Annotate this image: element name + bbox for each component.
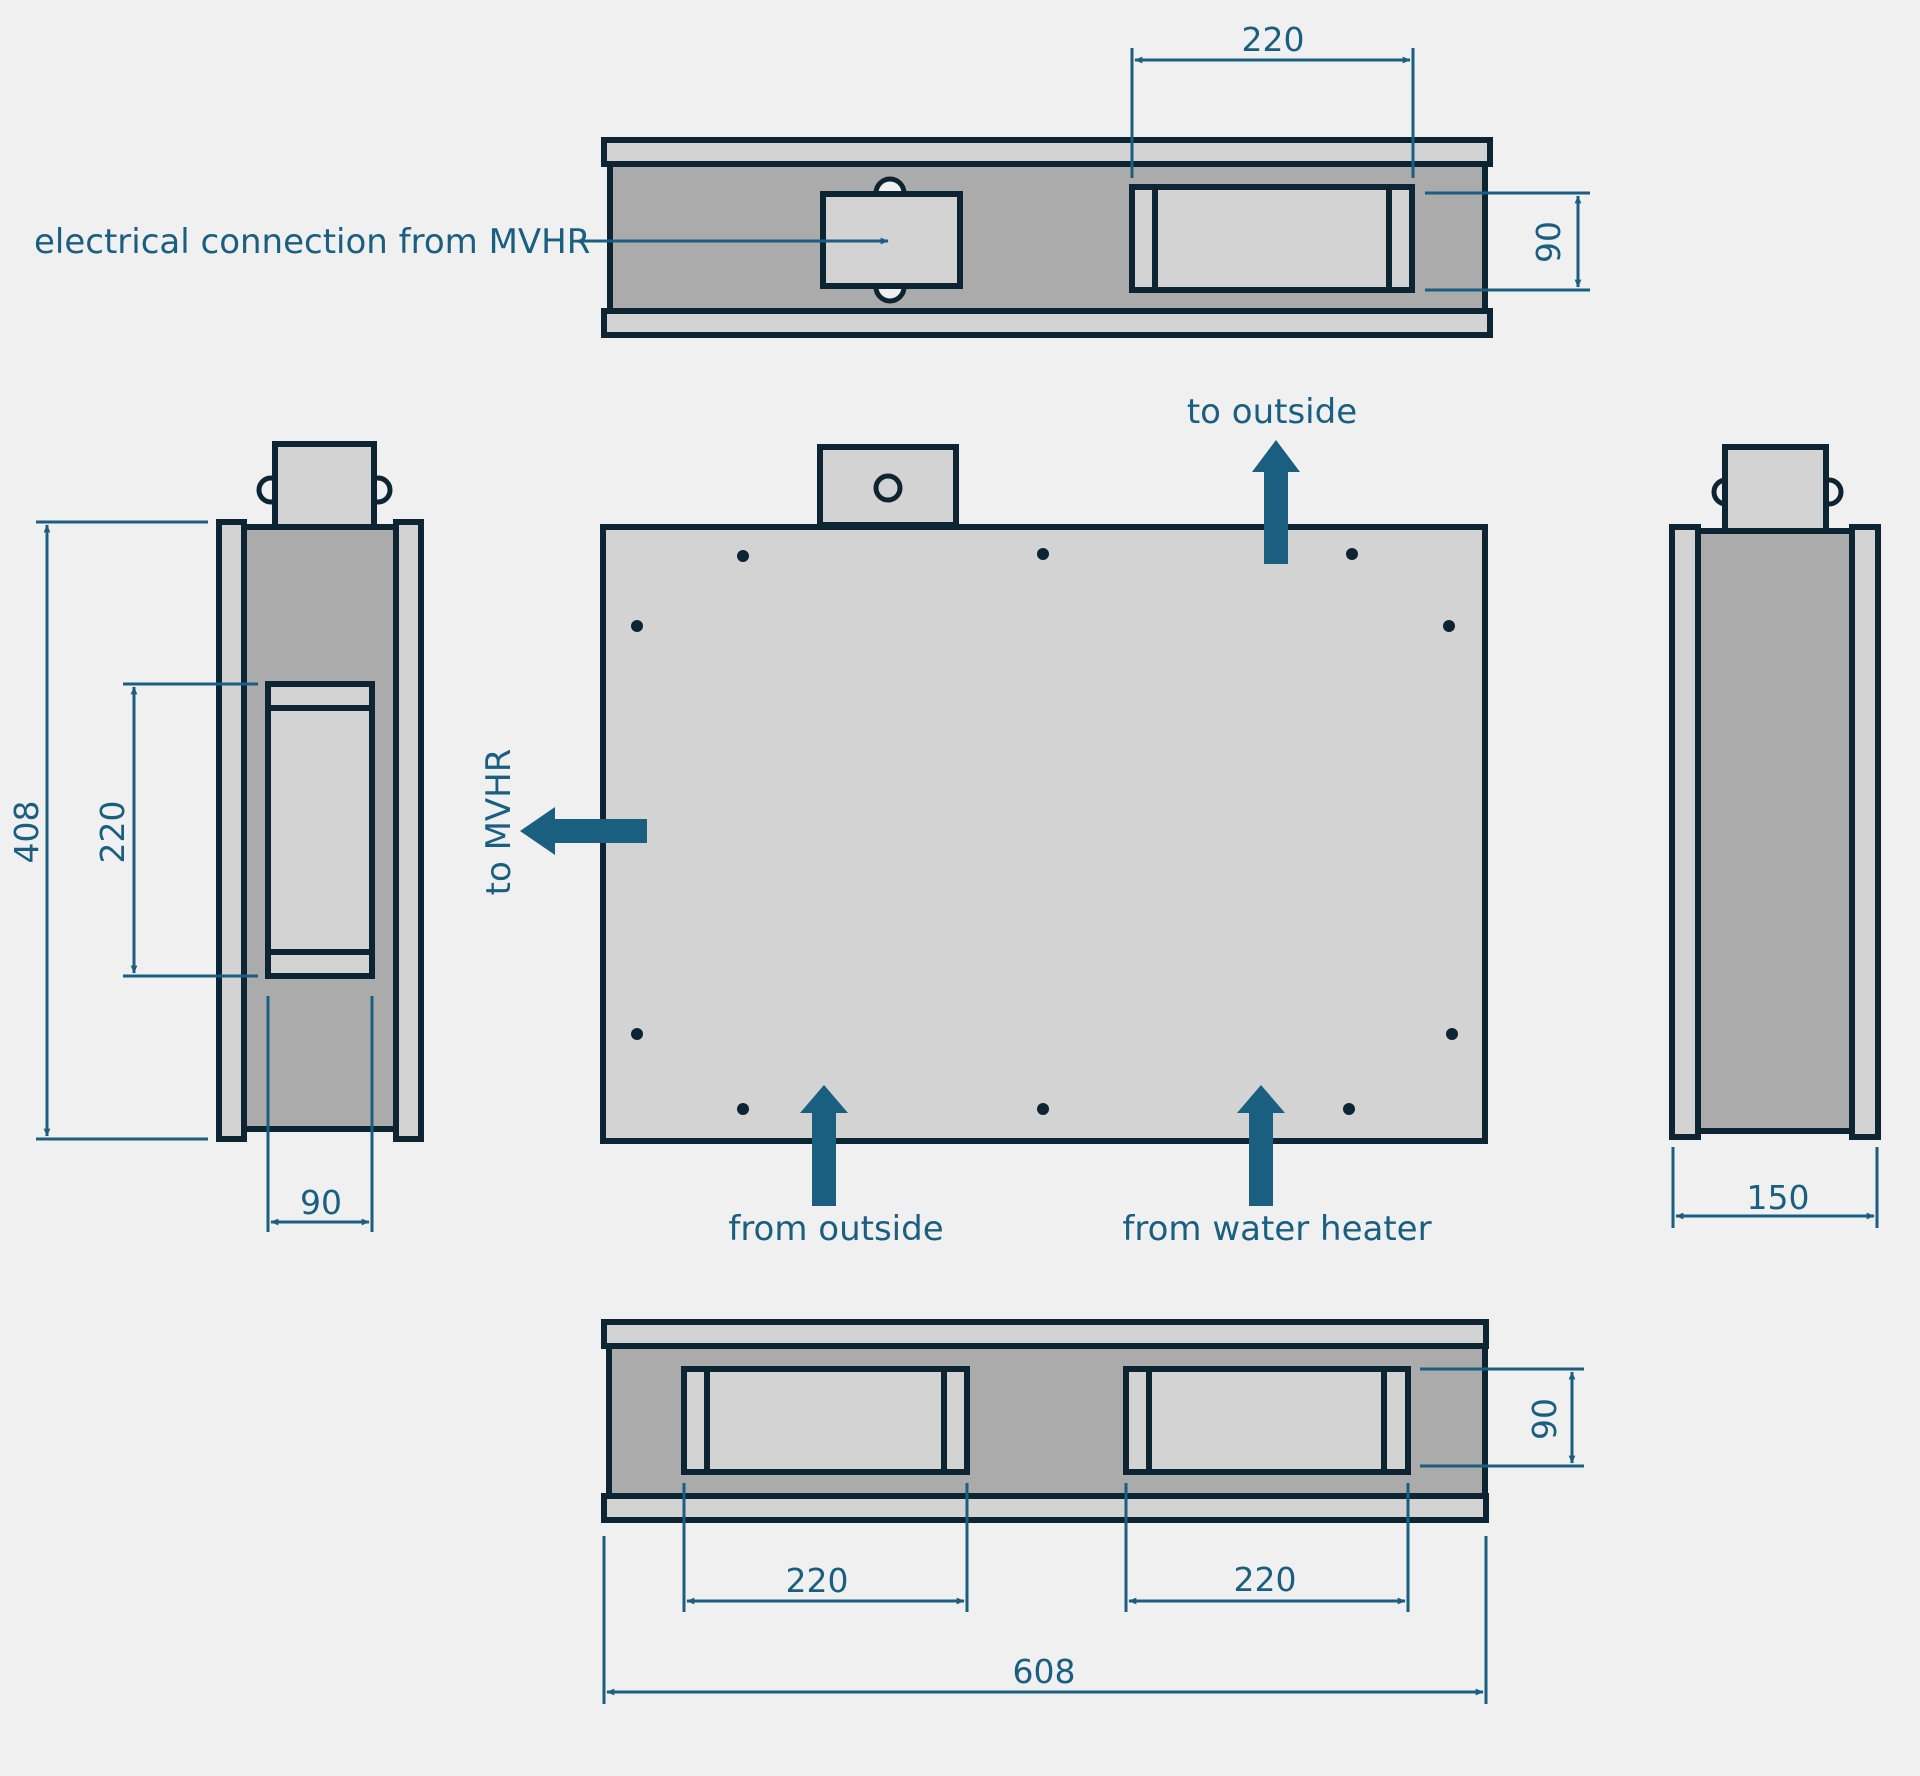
right-side-view: 150 [1669,444,1881,1228]
right-connector-box [1722,444,1829,536]
right-side-flange [1849,524,1881,1140]
from-water-heater-label: from water heater [1122,1209,1431,1249]
bottom-view-flange-top [601,1319,1489,1349]
top-view: electrical connection from MVHR 220 90 [34,20,1590,338]
screw-icon [737,550,749,562]
screw-icon [1343,1103,1355,1115]
bottom-duct-port-right [1123,1366,1411,1475]
bottom-port-height-dimension: 90 [1525,1398,1564,1440]
screw-icon [1037,548,1049,560]
screw-icon [1037,1103,1049,1115]
from-outside-label: from outside [728,1209,943,1249]
arrow-up-icon [1252,440,1300,564]
bottom-view: 90 220 220 608 [601,1319,1584,1704]
top-view-flange-top [601,137,1493,167]
bottom-port-right-width-dimension: 220 [1234,1560,1297,1599]
left-connector-box [272,441,377,532]
bottom-duct-port-left [681,1366,970,1475]
screw-icon [1446,1028,1458,1040]
left-side-view: 408 220 90 [7,441,424,1232]
top-view-flange-bottom [601,308,1493,338]
right-depth-dimension: 150 [1747,1178,1810,1217]
bottom-port-left-width-dimension: 220 [786,1561,849,1600]
screw-icon [1443,620,1455,632]
front-panel [600,524,1488,1144]
screw-icon [1346,548,1358,560]
right-side-body [1689,528,1861,1134]
top-port-width-dimension: 220 [1242,20,1305,59]
right-side-flange [1669,524,1701,1140]
top-duct-port [1129,184,1415,293]
left-side-flange [393,519,424,1142]
screw-icon [631,1028,643,1040]
arrow-left-icon [520,807,647,855]
screw-icon [737,1103,749,1115]
top-port-height-dimension: 90 [1529,221,1568,263]
side-height-dimension: 408 [7,801,46,864]
left-duct-port [265,681,375,979]
to-mvhr-label: to MVHR [479,749,519,896]
arrow-up-icon [800,1085,848,1206]
overall-width-dimension: 608 [1013,1652,1076,1691]
left-side-flange [216,519,247,1142]
screw-icon [631,620,643,632]
bottom-view-flange-bottom [601,1493,1489,1523]
side-port-depth-dimension: 90 [300,1183,342,1222]
arrow-up-icon [1237,1085,1285,1206]
connector-hole-icon [873,473,903,503]
side-port-height-dimension: 220 [93,801,132,864]
front-view: to outside to MVHR from outside from wat… [479,392,1488,1249]
to-outside-label: to outside [1187,392,1357,432]
electrical-connection-label: electrical connection from MVHR [34,222,590,262]
